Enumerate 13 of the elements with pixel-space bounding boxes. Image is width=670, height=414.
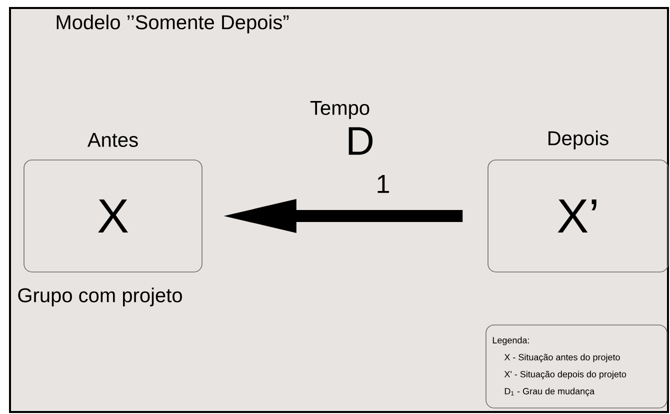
legend-text: X - Situação antes do projeto <box>504 354 620 362</box>
box: X’ <box>488 160 668 272</box>
symbol-label: D <box>348 127 373 155</box>
heading: Depois <box>548 130 608 150</box>
legend-text: D$_{1}$ - Grau de mudança <box>504 388 595 396</box>
title: Modelo ’’Somente Depois” <box>56 14 289 34</box>
legend-text: Legenda: <box>492 336 529 346</box>
node-label: Grupo com projeto <box>18 288 182 306</box>
box: X <box>24 160 202 272</box>
legend-text: X' - Situação depois do projeto <box>504 370 626 380</box>
symbol-label: 1 <box>378 175 389 193</box>
edge-label: Tempo <box>310 101 370 119</box>
heading: Antes <box>87 133 138 147</box>
